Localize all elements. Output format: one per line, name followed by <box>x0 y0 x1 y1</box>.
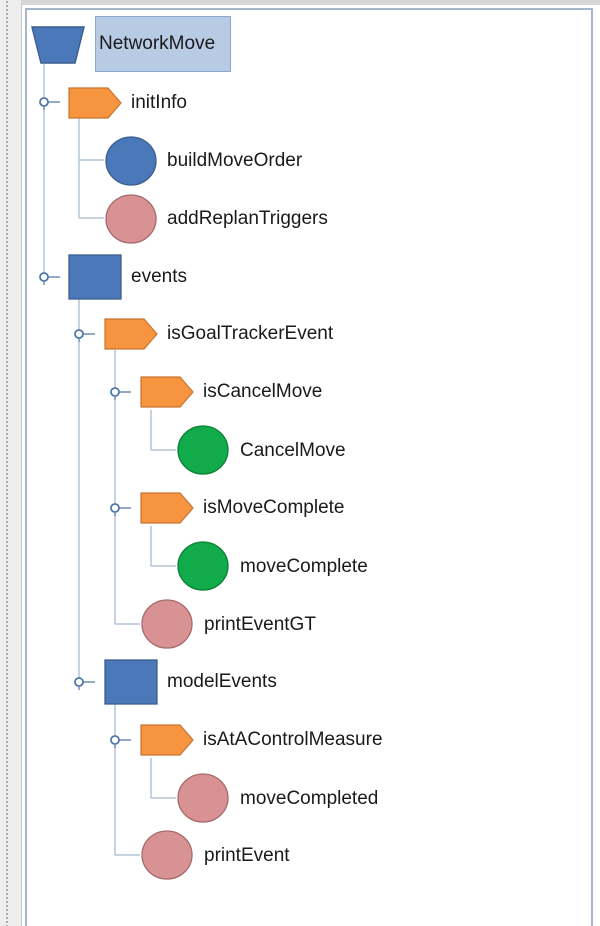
splitter-handle[interactable] <box>0 0 22 926</box>
tree-node-label: buildMoveOrder <box>167 150 303 171</box>
blue-square-icon <box>68 254 122 300</box>
collapse-handle-icon[interactable] <box>34 269 60 285</box>
collapse-handle-icon[interactable] <box>69 674 95 690</box>
tree-node-label: printEventGT <box>204 614 316 635</box>
tree-node-label: isCancelMove <box>203 381 323 402</box>
tree-node-label: isGoalTrackerEvent <box>167 323 334 344</box>
collapse-handle-icon[interactable] <box>34 94 60 110</box>
orange-tag-icon <box>68 87 122 119</box>
tree-node-label: addReplanTriggers <box>167 208 328 229</box>
collapse-handle-icon[interactable] <box>105 500 131 516</box>
tree-node-label: modelEvents <box>167 671 277 692</box>
tree-root-label: NetworkMove <box>95 16 231 72</box>
green-circle-icon <box>177 541 229 591</box>
tree-node-label: initInfo <box>131 92 187 113</box>
pink-circle-icon <box>105 194 157 244</box>
blue-circle-icon <box>105 136 157 186</box>
tree-node-label: printEvent <box>204 845 290 866</box>
orange-tag-icon <box>140 376 194 408</box>
top-edge <box>21 0 600 5</box>
tree-node-label: CancelMove <box>240 440 346 461</box>
green-circle-icon <box>177 425 229 475</box>
collapse-handle-icon[interactable] <box>69 326 95 342</box>
trapezoid-root-icon <box>31 26 85 64</box>
orange-tag-icon <box>104 318 158 350</box>
tree-node-label: moveCompleted <box>240 788 379 809</box>
tree-node-label: isAtAControlMeasure <box>203 729 383 750</box>
tree-node-label: isMoveComplete <box>203 497 345 518</box>
tree-node-label: moveComplete <box>240 556 368 577</box>
blue-square-icon <box>104 659 158 705</box>
orange-tag-icon <box>140 724 194 756</box>
tree-node-label: events <box>131 266 187 287</box>
collapse-handle-icon[interactable] <box>105 732 131 748</box>
pink-circle-icon <box>141 599 193 649</box>
pink-circle-icon <box>141 830 193 880</box>
orange-tag-icon <box>140 492 194 524</box>
collapse-handle-icon[interactable] <box>105 384 131 400</box>
pink-circle-icon <box>177 773 229 823</box>
